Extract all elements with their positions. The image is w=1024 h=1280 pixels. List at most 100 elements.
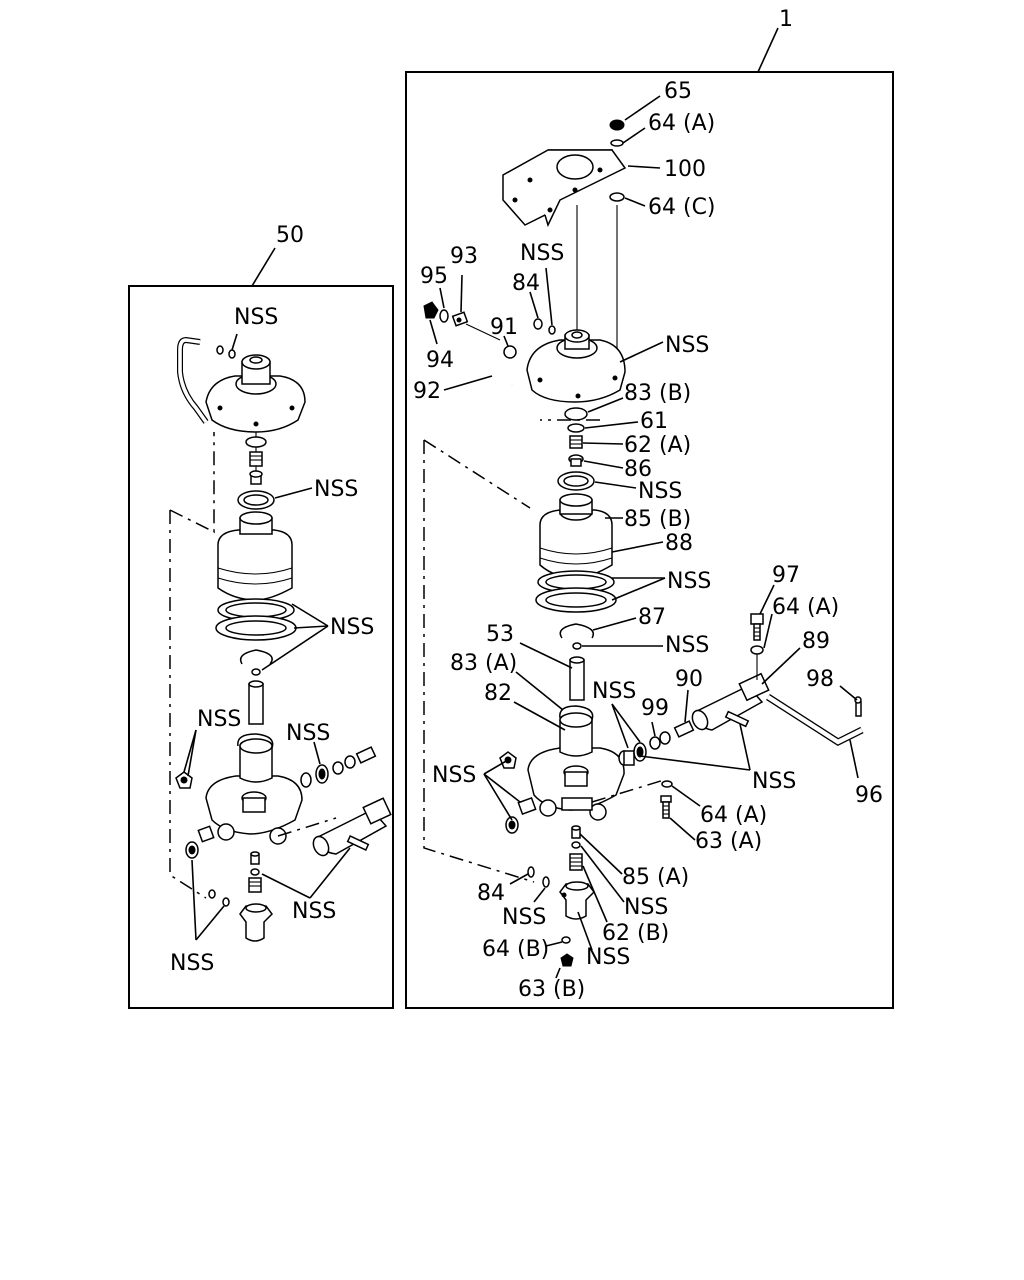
callout-label: 88 (665, 531, 693, 556)
fitting-left-nut (505, 816, 519, 834)
callout-label: NSS (592, 679, 636, 704)
assembly-50-callout: 50 (251, 223, 304, 287)
pin-nss (724, 710, 750, 728)
clip-84-low (527, 866, 535, 878)
bolt-63b (560, 953, 574, 967)
alt-lever (312, 797, 392, 857)
callout-label: 64 (A) (772, 595, 839, 620)
callout-label: 63 (A) (695, 829, 762, 854)
alt-fitting-nut (185, 841, 199, 859)
valve-body-82 (527, 712, 625, 821)
seal-83b (564, 407, 588, 421)
callout-label: 97 (772, 563, 800, 588)
callout-label: 84 (512, 271, 540, 296)
callout-label: 93 (450, 244, 478, 269)
washer-64a-low (661, 780, 673, 788)
callout-label: 85 (B) (624, 507, 691, 532)
fitting-right-nss (618, 742, 647, 766)
diaphragm-cover (526, 329, 626, 403)
alt-lower-spring (248, 877, 262, 893)
callout-label: 64 (A) (700, 803, 767, 828)
callout-label: NSS (752, 769, 796, 794)
o-ring-small-nss (572, 642, 582, 650)
valve-85a (571, 825, 581, 839)
alt-valve-cap (239, 903, 273, 942)
valve-86 (568, 454, 584, 467)
callout-label: NSS (665, 633, 709, 658)
alt-valve (249, 470, 263, 485)
callout-label: 85 (A) (622, 865, 689, 890)
callout-label: 98 (806, 667, 834, 692)
callout-label: 89 (802, 629, 830, 654)
alt-ring (228, 349, 236, 359)
callout-label: 83 (A) (450, 651, 517, 676)
washer-64a-mid (750, 645, 764, 655)
clip-93 (451, 311, 469, 327)
push-rod-53 (569, 656, 585, 701)
callout-label: 64 (C) (648, 195, 716, 220)
rod-96 (766, 694, 864, 747)
callout-label: 95 (420, 264, 448, 289)
piston-85b (539, 493, 613, 579)
callout-label: 99 (641, 696, 669, 721)
o-ring-nss-lower (571, 841, 581, 849)
callout-label: 90 (675, 667, 703, 692)
alt-air-pipe (177, 336, 209, 424)
callout-label: 50 (276, 223, 304, 248)
alt-ring-nss (237, 490, 275, 510)
washer-95 (439, 309, 449, 323)
seal-rings-nss (535, 570, 617, 613)
callout-label: 53 (486, 622, 514, 647)
washer-64c (609, 192, 625, 202)
callout-label: NSS (170, 951, 214, 976)
air-pipe-92 (481, 297, 514, 387)
alt-diaphragm-cover (205, 354, 306, 433)
alt-fitting-plug (197, 825, 215, 843)
alt-lower-o-ring (250, 868, 260, 876)
phantom-boundary-main (423, 419, 665, 883)
callout-label: NSS (330, 615, 374, 640)
callout-label: NSS (292, 899, 336, 924)
callout-label: 100 (664, 157, 706, 182)
ring-nss-top (548, 325, 556, 335)
ring-nss-b1 (542, 876, 550, 888)
bolt-94 (423, 301, 439, 319)
alt-ring-low (222, 897, 230, 907)
callout-label: NSS (586, 945, 630, 970)
pin-98 (854, 696, 862, 717)
callout-label: 63 (B) (518, 977, 585, 1002)
callout-label: 62 (B) (602, 921, 669, 946)
callout-label: 83 (B) (624, 381, 691, 406)
alt-push-rod (248, 680, 264, 725)
spring-62b (569, 853, 583, 871)
ring-nss-1 (557, 471, 595, 491)
callout-label: 82 (484, 681, 512, 706)
spring-62a (569, 435, 583, 449)
assembly-50-frame (128, 285, 394, 1009)
alt-snap-ring (239, 649, 273, 665)
callout-label: 64 (A) (648, 111, 715, 136)
mounting-bracket (502, 149, 627, 228)
washer-61 (567, 423, 585, 433)
callout-label: 84 (477, 881, 505, 906)
callout-label: NSS (234, 305, 278, 330)
callout-label: NSS (502, 905, 546, 930)
alt-fittings-right (300, 746, 377, 788)
snap-ring-87 (559, 623, 594, 639)
callout-label: NSS (667, 569, 711, 594)
callout-label: 92 (413, 379, 441, 404)
clip-84-top (533, 318, 543, 330)
callout-label: 86 (624, 457, 652, 482)
alt-seal-rings (215, 598, 297, 641)
callout-label: NSS (624, 895, 668, 920)
callout-label: NSS (197, 707, 241, 732)
alt-clip-low (208, 889, 216, 899)
alt-o-ring (251, 668, 261, 676)
callout-label: 1 (779, 7, 793, 32)
assembly-1-callout: 1 (757, 7, 793, 73)
callout-label: NSS (314, 477, 358, 502)
fitting-91 (503, 345, 517, 359)
bolt-97 (750, 613, 764, 641)
alt-fitting-upper (175, 771, 193, 789)
